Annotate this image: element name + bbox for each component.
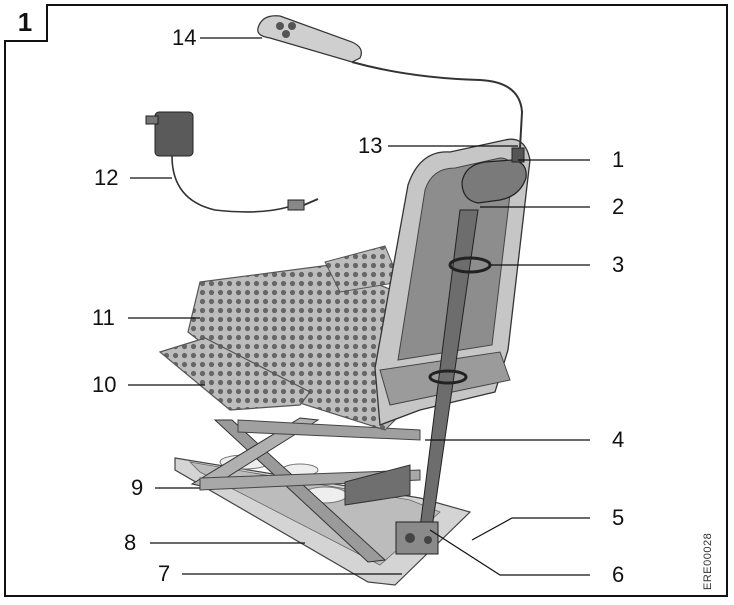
side-flap — [158, 337, 311, 411]
leader-lines — [128, 37, 590, 576]
hand-control — [257, 15, 362, 63]
callout-5: 5 — [612, 505, 625, 530]
callout-10: 10 — [92, 372, 117, 397]
hand-control-cable — [351, 61, 524, 149]
figure-code: ERE00028 — [702, 532, 714, 590]
bottom-mount — [395, 521, 439, 555]
callout-6: 6 — [612, 562, 625, 587]
figure-frame — [4, 4, 728, 597]
callout-9: 9 — [131, 475, 144, 500]
charger — [145, 111, 319, 213]
figure-number: 1 — [4, 4, 48, 42]
callout-2: 2 — [612, 194, 625, 219]
callout-11: 11 — [92, 305, 115, 330]
callout-7: 7 — [158, 561, 171, 586]
scissor-mechanism — [190, 417, 421, 563]
callout-13: 13 — [358, 133, 383, 158]
callout-1: 1 — [612, 147, 625, 172]
callout-14: 14 — [172, 25, 197, 50]
callout-4: 4 — [612, 427, 625, 452]
callout-3: 3 — [612, 252, 625, 277]
callout-8: 8 — [124, 530, 137, 555]
actuator — [419, 147, 527, 529]
callout-12: 12 — [94, 165, 119, 190]
